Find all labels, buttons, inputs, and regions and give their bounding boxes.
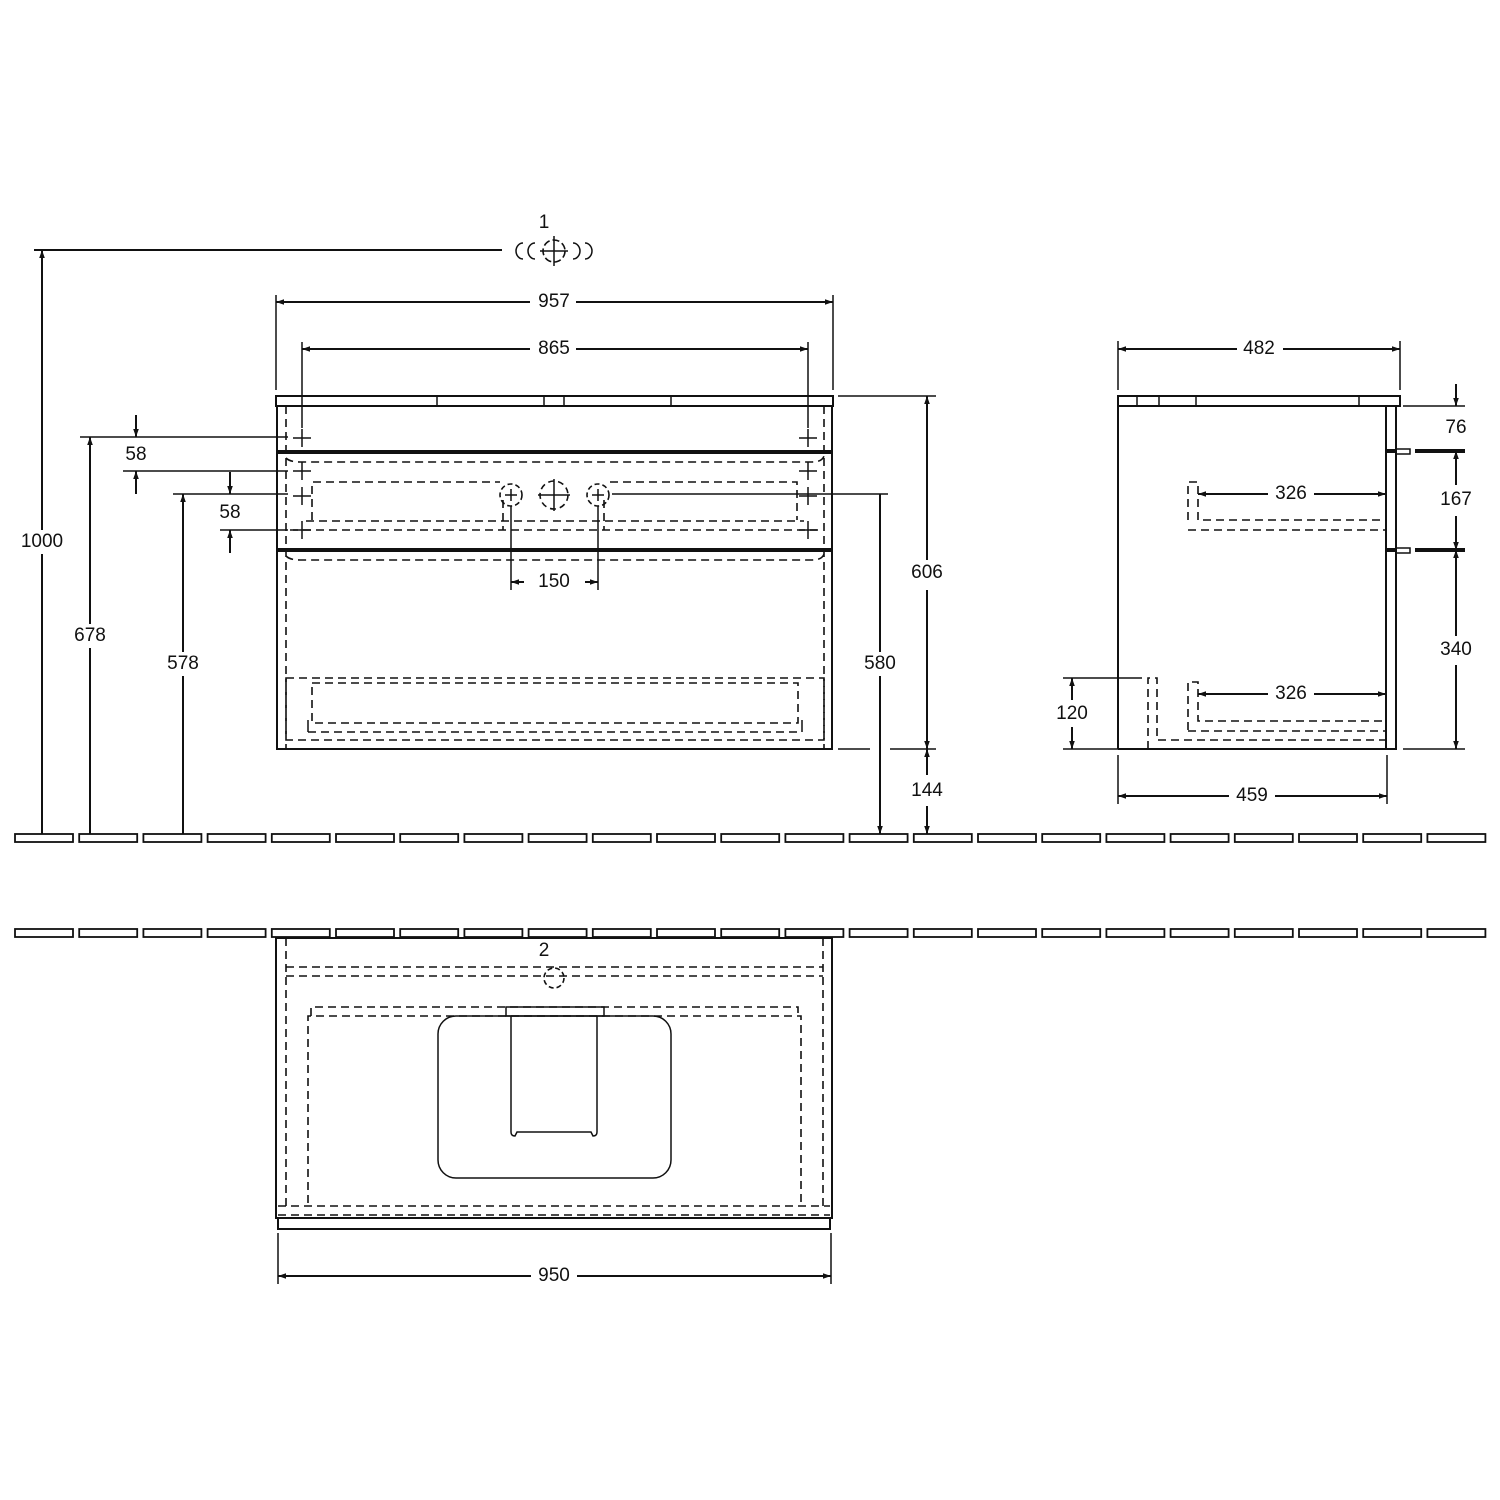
dim-drawer-depth-lower: 326 [1275, 683, 1307, 704]
connection-2-label: 2 [539, 940, 550, 961]
top-view-outline [275, 937, 833, 1219]
side-countertop [1117, 395, 1401, 407]
wall-line-tiles [14, 928, 1487, 938]
top-view-front-edge [277, 1217, 831, 1230]
side-drawer-fronts [1385, 405, 1397, 750]
tap-hole-center-icon [538, 479, 570, 511]
tap-hole-left-icon [499, 483, 523, 507]
dim-side-depth-bottom: 459 [1236, 785, 1268, 806]
dim-overall-height: 1000 [21, 531, 63, 552]
front-cabinet-body [276, 405, 833, 750]
front-view: 1 1000 957 865 678 58 578 [18, 212, 943, 834]
dim-upper-drawer-height: 167 [1440, 489, 1472, 510]
dim-height-580: 580 [864, 653, 896, 674]
front-countertop [275, 395, 834, 407]
dim-plinth-height: 120 [1056, 703, 1088, 724]
dim-offset-58-bottom: 58 [219, 502, 240, 523]
basin-outline [437, 1015, 672, 1179]
dim-height-578: 578 [167, 653, 199, 674]
dim-total-width: 957 [538, 291, 570, 312]
dim-offset-58-top: 58 [125, 444, 146, 465]
dim-top-width: 950 [538, 1265, 570, 1286]
dim-floor-clearance: 144 [911, 780, 943, 801]
dim-drawer-depth-upper: 326 [1275, 483, 1307, 504]
connection-1-symbol-icon [515, 236, 593, 266]
mounting-point-markers [293, 429, 817, 539]
dim-top-offset: 76 [1445, 417, 1466, 438]
dim-tap-spacing: 150 [538, 571, 570, 592]
dim-height-678: 678 [74, 625, 106, 646]
tap-hole-right-icon [586, 483, 610, 507]
dim-lower-drawer-height: 340 [1440, 639, 1472, 660]
connection-2-symbol-icon [543, 967, 565, 989]
side-view: 482 326 326 76 167 340 120 459 [1056, 337, 1472, 808]
top-view: 2 950 [275, 937, 833, 1288]
dim-side-depth-top: 482 [1243, 338, 1275, 359]
connection-1-label: 1 [539, 212, 550, 233]
floor-line-tiles [14, 833, 1487, 843]
dim-inner-width: 865 [538, 338, 570, 359]
dim-unit-height: 606 [911, 562, 943, 583]
